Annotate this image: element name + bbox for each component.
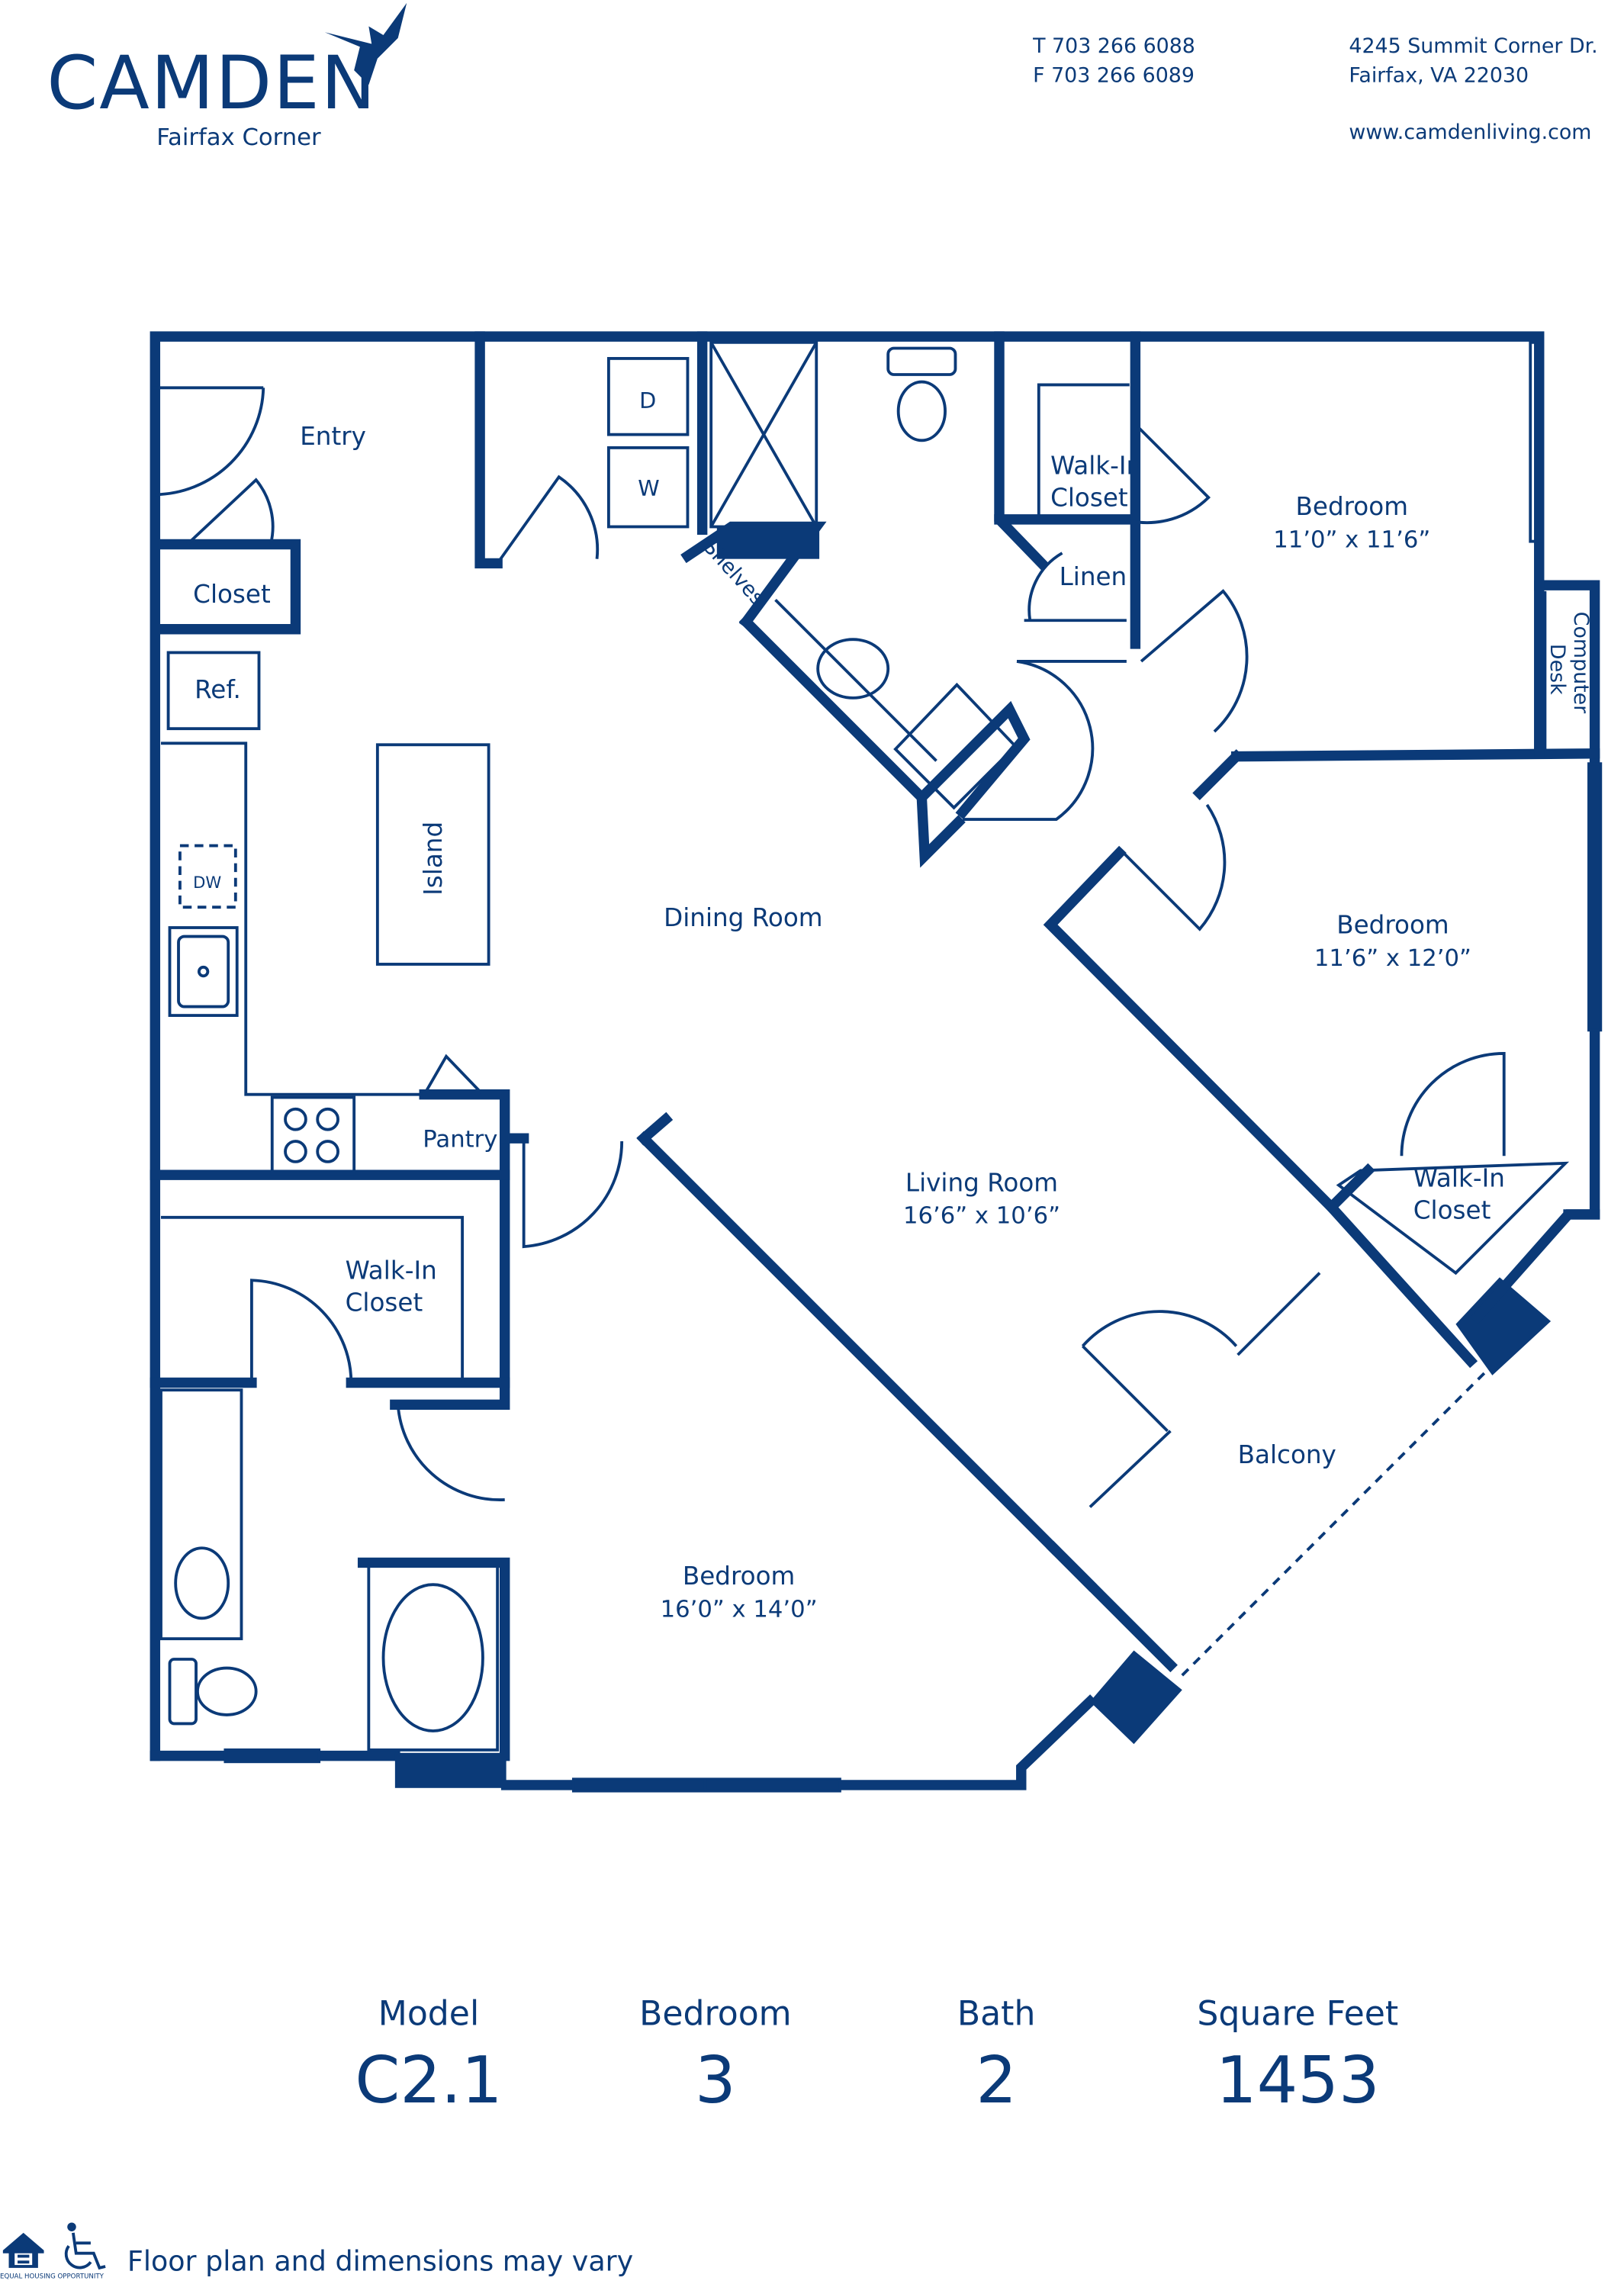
dryer (606, 356, 690, 436)
toilet (196, 1666, 258, 1716)
eho-text: EQUAL HOUSING OPPORTUNITY (0, 2273, 105, 2280)
refrigerator (166, 651, 261, 731)
label-entry: Entry (300, 422, 366, 451)
spec-model-label: Model (378, 1995, 479, 2034)
fixtures (152, 340, 1603, 1793)
spec-model-value: C2.1 (355, 2043, 502, 2118)
label-living-room: Living Room (905, 1168, 1058, 1197)
equal-housing-icon: EQUAL HOUSING OPPORTUNITY (0, 2232, 105, 2280)
label-dw: DW (193, 873, 221, 892)
label-bedroom-2: Bedroom (1336, 911, 1449, 940)
phone: T 703 266 6088 (1032, 34, 1195, 58)
label-living-room-dim: 16’6” x 10’6” (903, 1202, 1060, 1229)
shower (893, 682, 1018, 810)
room-labels: Entry Closet Ref. DW Island D W Shelves … (193, 388, 1593, 1623)
label-dining-room: Dining Room (664, 903, 822, 932)
label-wic2: Walk-In (1413, 1163, 1505, 1192)
label-island: Island (419, 822, 448, 896)
toilet-tank (886, 346, 957, 376)
label-wic1: Walk-In (1050, 451, 1142, 480)
disclaimer: Floor plan and dimensions may vary (127, 2245, 633, 2278)
bathtub (367, 1564, 500, 1752)
spec-bath-label: Bath (957, 1995, 1036, 2034)
toilet (896, 380, 947, 442)
label-bedroom-3-dim: 16’0” x 14’0” (661, 1596, 818, 1623)
window (1587, 762, 1603, 1032)
wheelchair-icon (64, 2222, 106, 2270)
label-washer: W (638, 475, 659, 501)
label-computer-desk: Computer (1569, 612, 1593, 714)
camden-logo: CAMDEN Fairfax Corner (47, 2, 407, 151)
spec-sqft-label: Square Feet (1197, 1995, 1398, 2034)
address-line2: Fairfax, VA 22030 (1349, 63, 1529, 87)
island (375, 743, 490, 966)
walls (150, 331, 1600, 1790)
label-pantry: Pantry (423, 1127, 497, 1153)
label-dryer: D (639, 388, 656, 413)
address-line1: 4245 Summit Corner Dr. (1349, 34, 1597, 58)
bathroom-sink (816, 638, 890, 700)
label-linen: Linen (1060, 562, 1127, 591)
spec-bedroom-value: 3 (695, 2043, 736, 2118)
washer (606, 446, 690, 529)
label-ref: Ref. (195, 675, 241, 704)
spec-sqft-value: 1453 (1216, 2043, 1380, 2118)
label-bedroom-1-dim: 11’0” x 11’6” (1273, 526, 1430, 553)
label-wic3-b: Closet (346, 1288, 423, 1317)
bathtub-sink (174, 1546, 230, 1620)
logo-text: CAMDEN (47, 40, 377, 126)
spec-bath-value: 2 (976, 2043, 1017, 2118)
kitchen-sink (168, 926, 239, 1018)
label-wic2-b: Closet (1413, 1196, 1491, 1225)
window (1529, 340, 1544, 543)
label-bedroom-2-dim: 11’6” x 12’0” (1314, 945, 1471, 972)
website-link[interactable]: www.camdenliving.com (1349, 121, 1591, 144)
footer: EQUAL HOUSING OPPORTUNITY Floor plan and… (0, 2222, 633, 2280)
cooktop (270, 1095, 356, 1176)
hummingbird-icon (324, 2, 407, 85)
label-wic3: Walk-In (346, 1256, 437, 1285)
community-name: Fairfax Corner (156, 124, 321, 151)
label-wic1-b: Closet (1050, 484, 1128, 513)
specs: Model C2.1 Bedroom 3 Bath 2 Square Feet … (355, 1995, 1398, 2118)
label-bedroom-1: Bedroom (1296, 492, 1408, 521)
window (224, 1748, 321, 1764)
label-computer-desk-b: Desk (1545, 644, 1569, 695)
label-balcony: Balcony (1238, 1440, 1336, 1469)
spec-bedroom-label: Bedroom (639, 1995, 792, 2034)
contact-info: T 703 266 6088 F 703 266 6089 4245 Summi… (1032, 34, 1598, 144)
fax: F 703 266 6089 (1033, 63, 1195, 87)
label-bedroom-3: Bedroom (683, 1562, 795, 1591)
label-closet: Closet (193, 580, 271, 609)
